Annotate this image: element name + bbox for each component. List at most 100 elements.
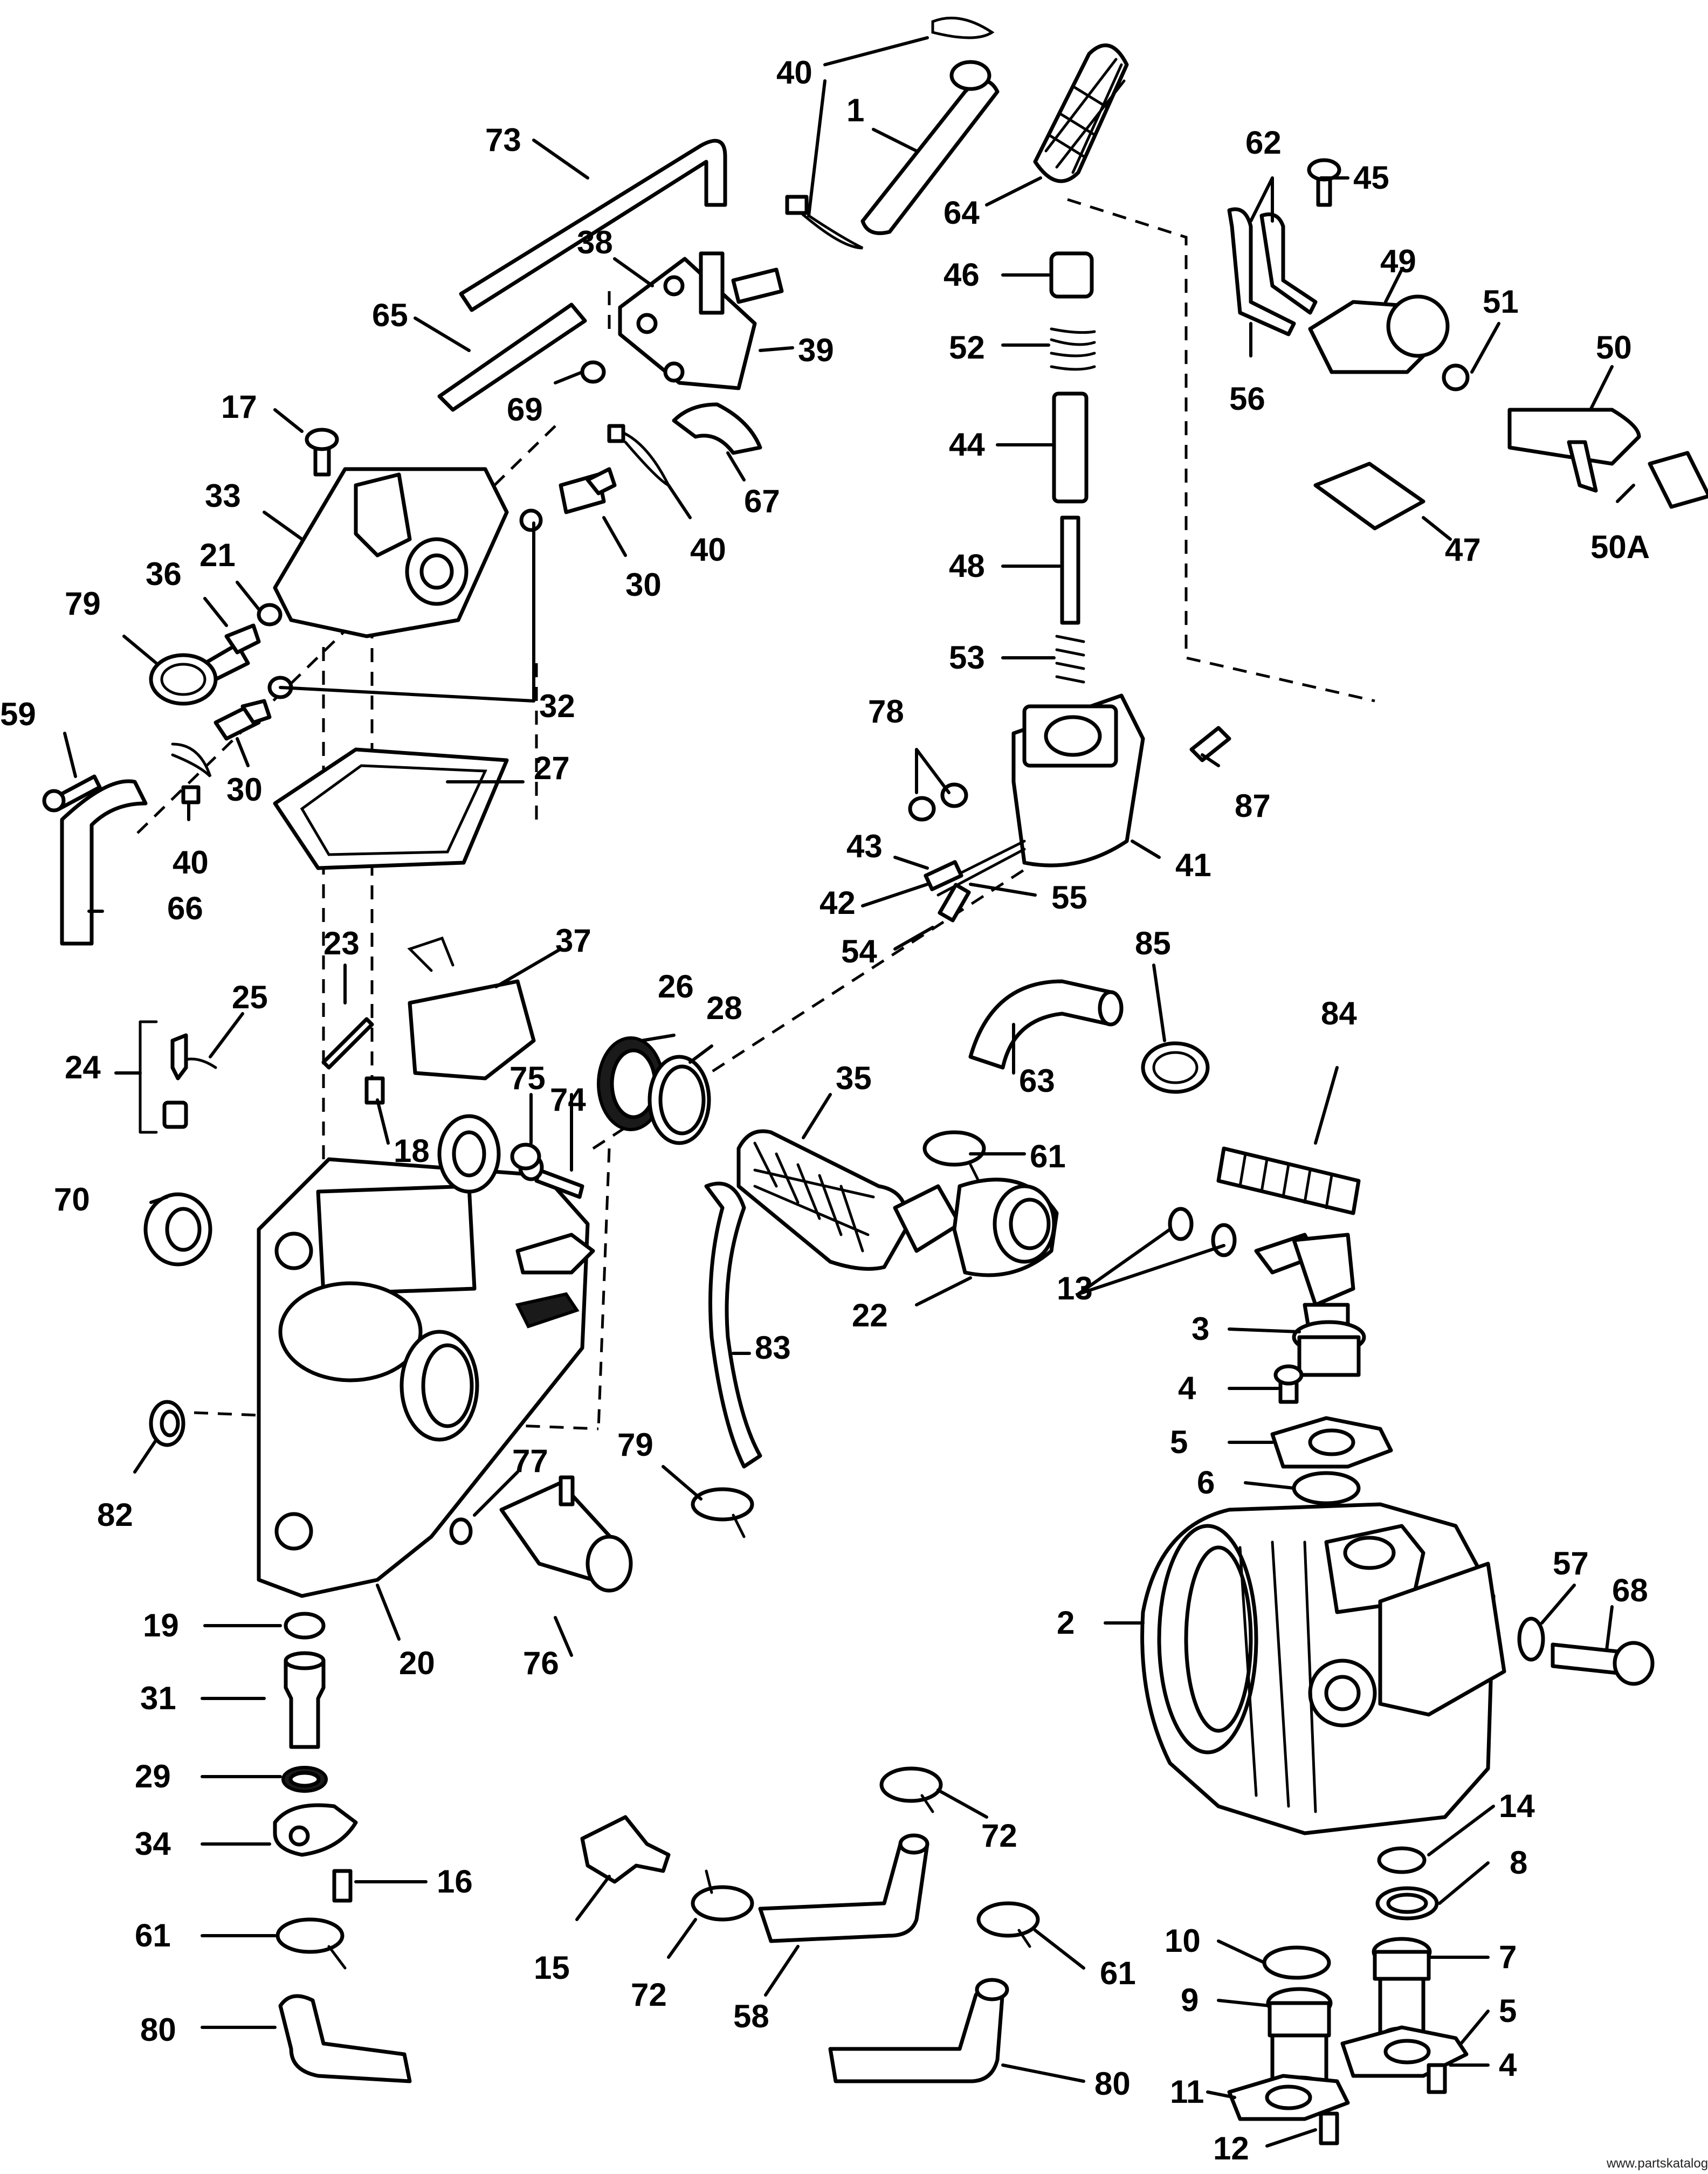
hose-83 xyxy=(704,1181,762,1469)
oring-19 xyxy=(284,1612,326,1640)
callout-6: 6 xyxy=(1197,1464,1215,1501)
clamp-79-upper xyxy=(149,653,218,706)
oring-70 xyxy=(143,1192,212,1267)
cap-46 xyxy=(1049,251,1094,299)
sleeve-44 xyxy=(1052,391,1089,504)
hose-63 xyxy=(968,979,1124,1070)
screw-4-upper xyxy=(1273,1364,1304,1404)
sensor-76 xyxy=(499,1475,633,1593)
flange-34 xyxy=(273,1803,358,1857)
clamp-61-mid xyxy=(922,1130,986,1188)
clamp-40-top xyxy=(785,16,995,250)
callout-32: 32 xyxy=(539,688,575,724)
callout-62: 62 xyxy=(1245,125,1282,161)
callout-11: 11 xyxy=(1170,2074,1204,2110)
screw-16 xyxy=(332,1869,353,1903)
callout-19: 19 xyxy=(143,1607,179,1643)
callout-73: 73 xyxy=(485,122,521,158)
callout-48: 48 xyxy=(949,548,985,584)
fitting-15 xyxy=(580,1815,671,1884)
flange-11 xyxy=(1227,2074,1350,2121)
watermark: www.partskatalog.ru xyxy=(1606,2156,1708,2171)
callout-70: 70 xyxy=(54,1181,90,1217)
washer-75 xyxy=(510,1143,541,1171)
hose-65 xyxy=(437,302,587,412)
callout-40: 40 xyxy=(690,532,726,568)
oring-10 xyxy=(1262,1945,1331,1980)
bracket-24-25 xyxy=(139,1020,217,1134)
callout-38: 38 xyxy=(577,224,613,260)
hose-80-right xyxy=(828,1978,1009,2083)
callout-26: 26 xyxy=(658,968,694,1005)
callout-69: 69 xyxy=(507,391,543,428)
callout-21: 21 xyxy=(199,537,236,573)
screw-17 xyxy=(305,428,339,477)
wires-42-43-54 xyxy=(908,782,1026,923)
oring-6 xyxy=(1292,1471,1361,1505)
callout-80: 80 xyxy=(1094,2066,1131,2102)
callout-31: 31 xyxy=(140,1680,176,1716)
callout-84: 84 xyxy=(1321,995,1357,1031)
hose-58 xyxy=(758,1833,929,1943)
callout-77: 77 xyxy=(512,1443,548,1479)
screw-68 xyxy=(1551,1641,1655,1686)
callout-28: 28 xyxy=(706,990,742,1026)
callout-80: 80 xyxy=(140,2012,176,2048)
float-37 xyxy=(407,936,536,1081)
callout-61: 61 xyxy=(135,1917,171,1953)
oring-28 xyxy=(648,1055,711,1145)
clamp-40-mid xyxy=(607,424,672,489)
clamp-40-lower xyxy=(171,742,212,804)
callout-40: 40 xyxy=(776,54,812,91)
washer-57 xyxy=(1517,1616,1545,1662)
callout-1: 1 xyxy=(846,92,864,128)
elbow-3 xyxy=(1254,1233,1366,1377)
fittings-21-36 xyxy=(203,603,283,682)
callout-30: 30 xyxy=(226,772,263,808)
callout-87: 87 xyxy=(1235,788,1271,824)
callout-2: 2 xyxy=(1057,1605,1075,1641)
callout-40: 40 xyxy=(173,844,209,880)
plunger-48 xyxy=(1060,515,1080,625)
callout-51: 51 xyxy=(1483,284,1519,320)
callout-74: 74 xyxy=(550,1082,586,1118)
callout-9: 9 xyxy=(1181,1982,1199,2018)
callout-47: 47 xyxy=(1445,532,1481,568)
callout-50A: 50A xyxy=(1590,529,1650,565)
oring-77 xyxy=(449,1517,473,1545)
callout-52: 52 xyxy=(949,329,985,366)
callout-12: 12 xyxy=(1213,2130,1249,2166)
callout-79: 79 xyxy=(65,586,101,622)
screw-87 xyxy=(1189,726,1231,762)
hose-80-left xyxy=(278,1994,412,2083)
callout-20: 20 xyxy=(399,1645,435,1681)
callout-16: 16 xyxy=(437,1863,473,1900)
callout-54: 54 xyxy=(841,933,877,969)
clamp-61-left xyxy=(276,1917,347,1970)
callout-33: 33 xyxy=(205,478,241,514)
hoses-56-62 xyxy=(1227,207,1318,336)
callout-55: 55 xyxy=(1051,879,1087,916)
callout-8: 8 xyxy=(1510,1845,1527,1881)
callout-78: 78 xyxy=(868,693,904,730)
callout-61: 61 xyxy=(1030,1138,1066,1174)
cap-50A xyxy=(1648,451,1708,509)
callout-36: 36 xyxy=(146,556,182,592)
screw-59 xyxy=(42,774,102,813)
gasket-5-upper xyxy=(1270,1416,1393,1469)
screw-12 xyxy=(1319,2111,1339,2145)
seal-26 xyxy=(597,1036,665,1131)
spring-53 xyxy=(1055,635,1085,684)
oring-8 xyxy=(1375,1886,1439,1921)
callout-68: 68 xyxy=(1612,1572,1648,1608)
callout-85: 85 xyxy=(1135,925,1171,961)
oring-29 xyxy=(281,1766,328,1793)
callout-58: 58 xyxy=(733,1998,769,2034)
fuel-pump-39 xyxy=(618,251,784,390)
fitting-31 xyxy=(284,1651,326,1749)
callout-82: 82 xyxy=(97,1497,133,1533)
leader-lines xyxy=(63,36,1635,2148)
oring-51 xyxy=(1442,363,1470,391)
fitting-52-spring xyxy=(1050,327,1096,371)
